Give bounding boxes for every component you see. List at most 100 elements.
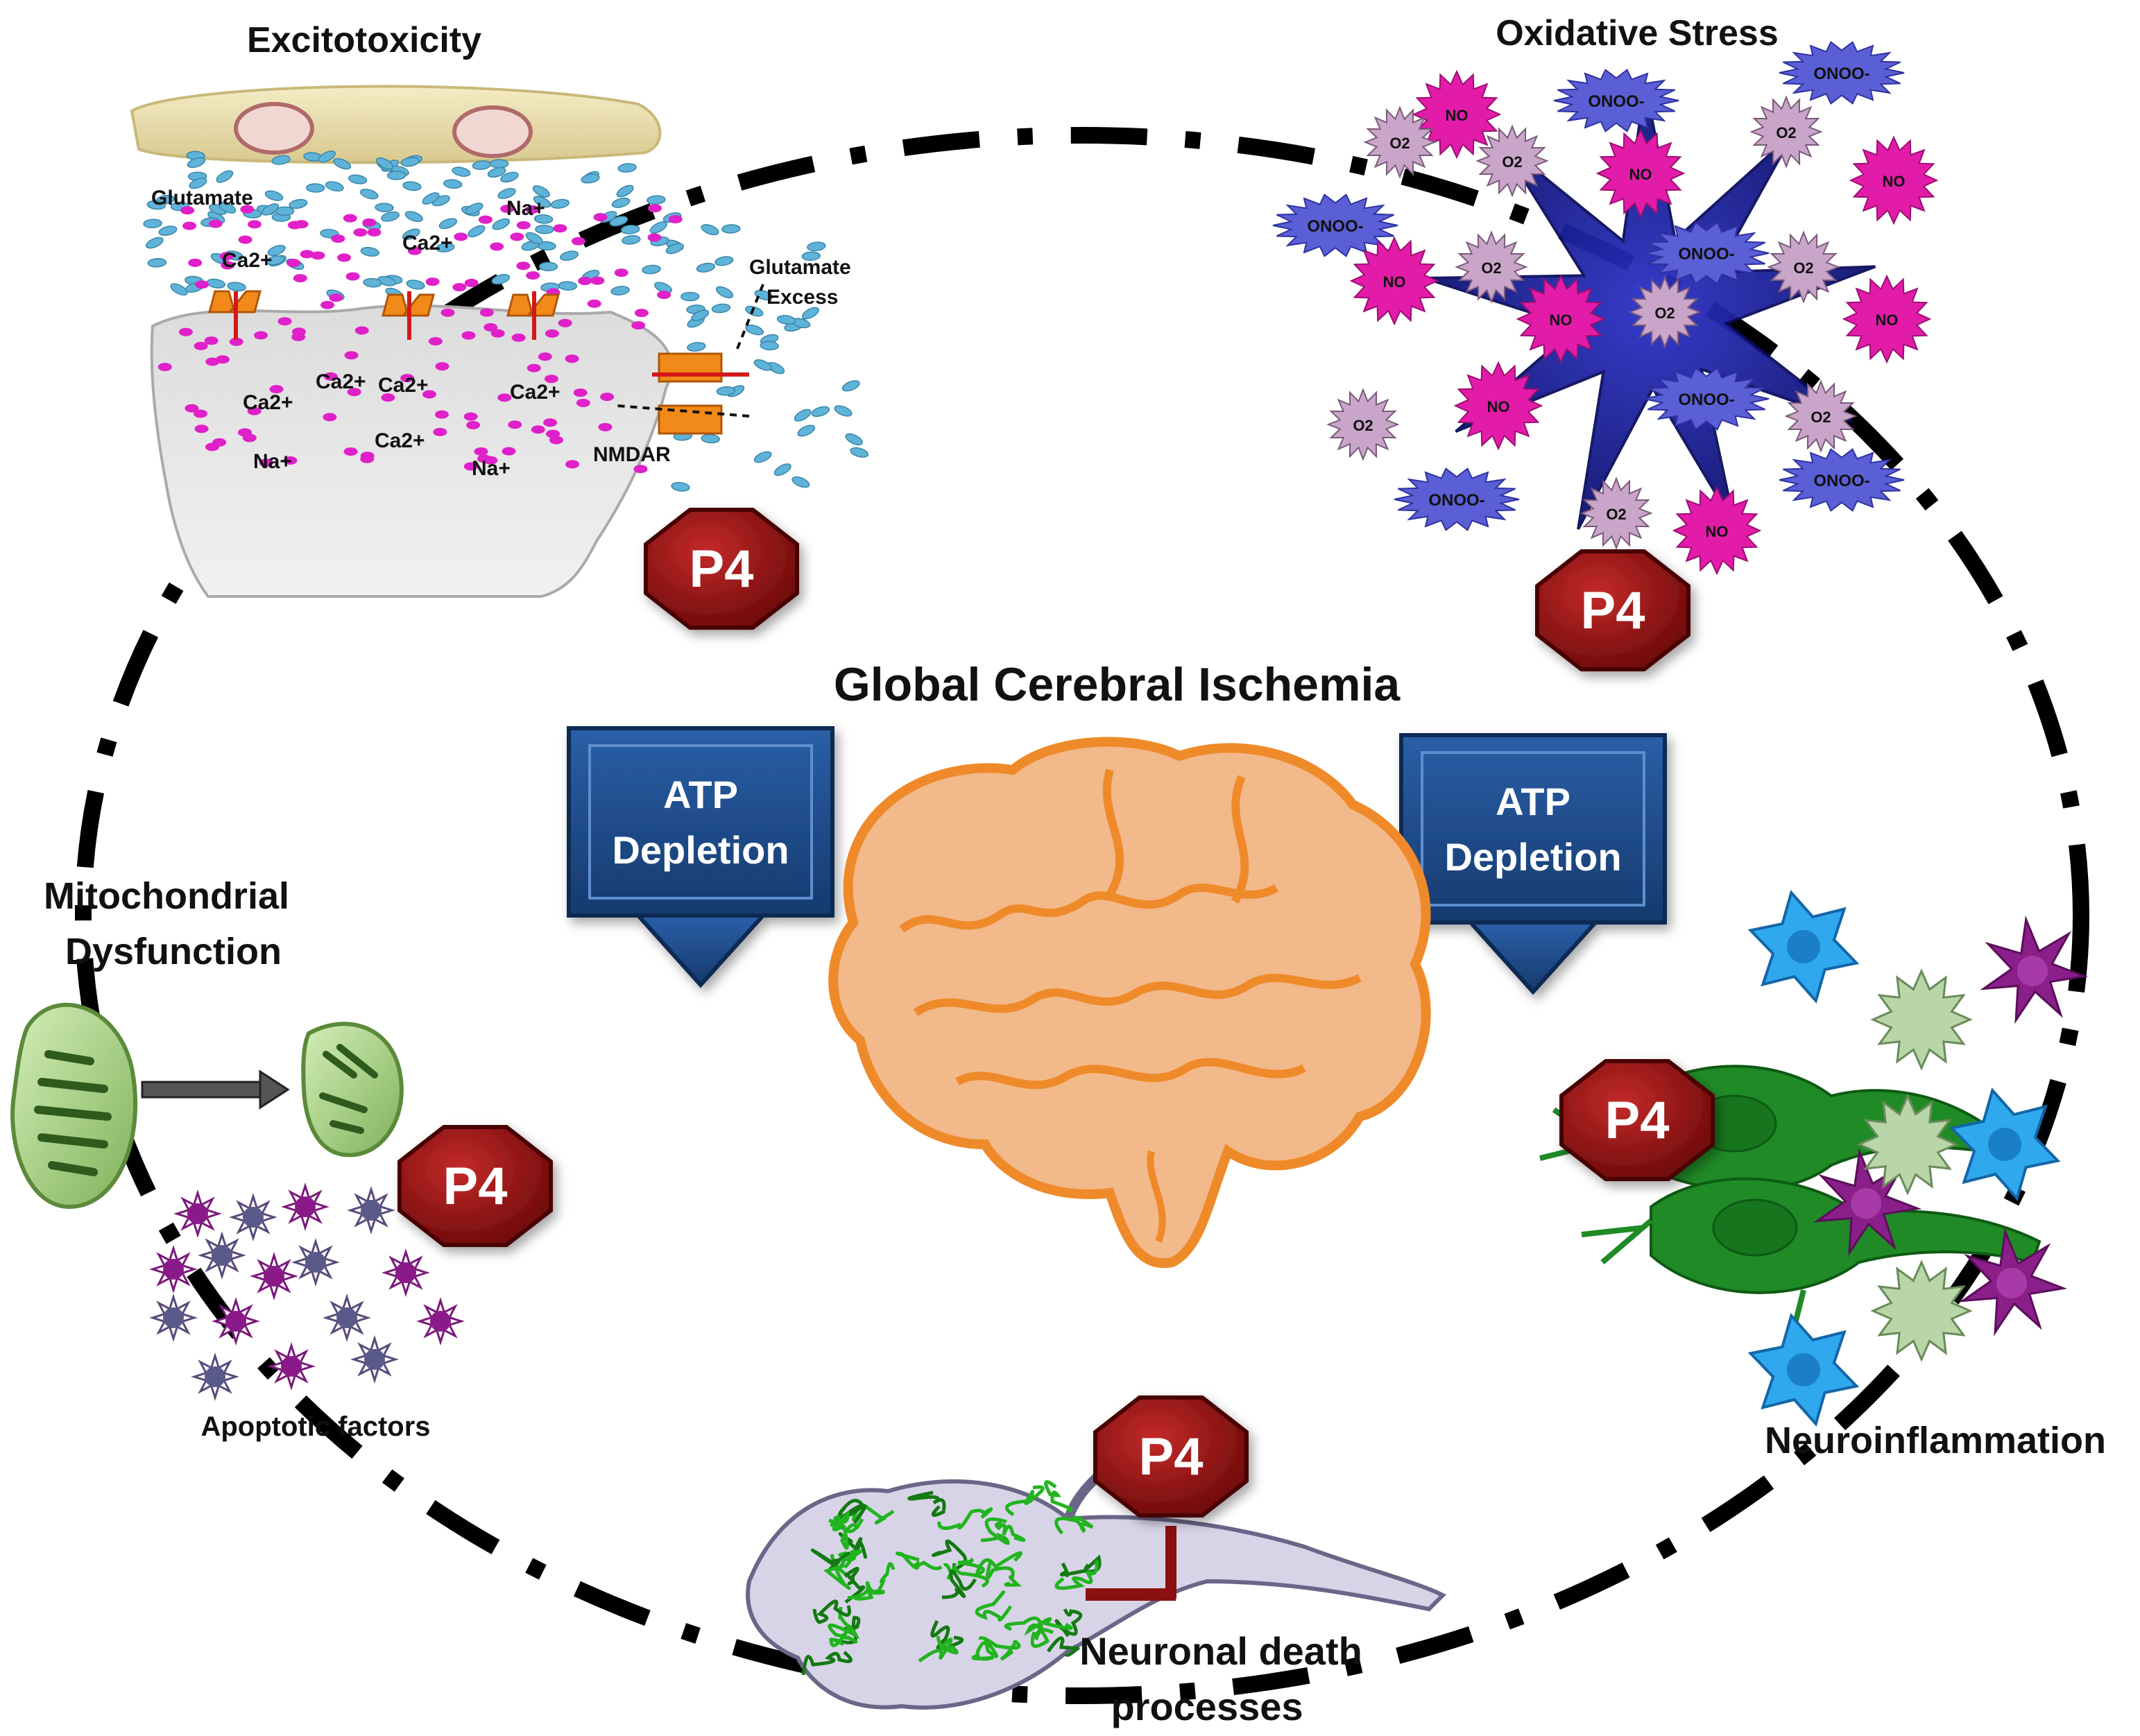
glutamate-dot: [538, 261, 558, 272]
calcium-dot: [544, 375, 558, 384]
tangle-fiber: [937, 1507, 993, 1530]
damaged-mitochondrion-icon: [301, 1022, 404, 1158]
o2-molecule: [1455, 230, 1528, 304]
glutamate-dot: [665, 243, 684, 255]
calcium-dot: [463, 462, 478, 471]
tangle-fiber: [918, 1635, 959, 1663]
glutamate-dot: [714, 256, 734, 266]
glutamate-dot: [489, 159, 509, 169]
atp-depletion-right: [1399, 733, 1667, 995]
o2-molecule: [1475, 124, 1549, 198]
ca-label-7: Ca2+: [375, 429, 425, 452]
glutamate-dot: [841, 380, 860, 392]
calcium-dot: [527, 363, 541, 372]
apoptotic-factor-core: [281, 1356, 302, 1377]
glutamate-dot: [550, 198, 570, 209]
glutamate-dot: [642, 264, 661, 275]
calcium-dot: [425, 277, 440, 286]
tangle-fiber: [829, 1606, 853, 1647]
apoptotic-factor-core: [361, 1200, 382, 1221]
onoo-label: ONOO-: [1813, 65, 1869, 83]
glutamate-dot: [716, 386, 736, 396]
no-molecule: [1349, 236, 1439, 326]
tangle-fiber: [941, 1570, 977, 1599]
p4-label: P4: [443, 1157, 508, 1216]
ca-label-3: Ca2+: [316, 370, 366, 393]
apoptotic-factor-core: [163, 1259, 184, 1280]
atp-depletion-left: [567, 726, 834, 988]
glutamate-dot: [402, 228, 420, 241]
no-label: NO: [1883, 173, 1906, 190]
calcium-dot: [538, 352, 552, 361]
calcium-dot: [590, 276, 605, 285]
calcium-dot: [345, 272, 360, 281]
tangle-fiber: [1044, 1480, 1073, 1512]
glutamate-dot: [620, 225, 640, 234]
glutamate-dot: [325, 181, 344, 192]
apoptotic-factor-core: [225, 1311, 246, 1332]
calcium-dot: [576, 398, 590, 407]
calcium-dot: [286, 259, 301, 268]
glutamate-dot: [791, 476, 810, 488]
glutamate-dot: [711, 303, 731, 313]
glutamate-dot: [375, 203, 394, 212]
calcium-dot: [407, 246, 422, 255]
glutamate-dot: [609, 216, 628, 227]
tangle-fiber: [1024, 1617, 1073, 1648]
no-molecule: [1595, 128, 1686, 218]
excitotoxicity-title: Excitotoxicity: [247, 20, 481, 60]
calcium-dot: [219, 252, 234, 261]
calcium-dot: [464, 278, 479, 287]
calcium-dot: [614, 268, 628, 277]
calcium-dot: [204, 336, 219, 345]
calcium-dot: [353, 228, 368, 237]
glutamate-dot: [386, 171, 406, 180]
glutamate-dot: [647, 195, 666, 205]
calcium-dot: [553, 224, 567, 233]
calcium-dot: [440, 308, 455, 317]
glutamate-dot: [753, 359, 772, 371]
tangle-fiber: [823, 1554, 855, 1590]
calcium-dot: [497, 393, 512, 402]
p4-label: P4: [690, 540, 754, 599]
tangle-fiber: [828, 1510, 860, 1550]
o2-label: O2: [1502, 153, 1522, 171]
apoptotic-factor-core: [243, 1207, 264, 1228]
tangle-fiber: [994, 1521, 1026, 1542]
calcium-dot: [208, 219, 223, 228]
p4-badge: [1535, 549, 1690, 671]
o2-molecule: [1767, 230, 1840, 304]
glutamate-dot: [402, 181, 422, 191]
ca-label-4: Ca2+: [378, 374, 429, 397]
glutamate-dot: [691, 309, 710, 322]
calcium-dot: [323, 372, 338, 381]
neuronal-death-line1: Neuronal death: [1079, 1629, 1362, 1673]
tangle-fiber: [844, 1567, 866, 1604]
onoo-label: ONOO-: [1307, 217, 1363, 236]
calcium-dot: [182, 221, 197, 230]
glutamate-dot: [452, 166, 471, 177]
calcium-dot: [195, 280, 209, 289]
calcium-dot: [510, 232, 524, 241]
onoo-label: ONOO-: [1678, 245, 1734, 264]
brain-icon: [828, 737, 1431, 1269]
glutamate-dot: [525, 232, 543, 245]
glial-cells: [1747, 889, 2089, 1427]
calcium-dot: [178, 327, 193, 336]
glutamate-dot: [745, 305, 764, 317]
tangle-fiber: [896, 1552, 943, 1570]
neurofibrillary-tangle: [801, 1480, 1102, 1676]
glutamate-dot: [753, 451, 772, 463]
calcium-dot: [238, 235, 252, 244]
apoptotic-factor-core: [212, 1245, 232, 1266]
glutamate-dot: [306, 183, 325, 193]
p4-label: P4: [1605, 1091, 1670, 1150]
o2-label: O2: [1793, 259, 1813, 277]
tangle-fiber: [930, 1619, 964, 1651]
glutamate-dot: [721, 224, 741, 234]
cycle-dashed-circle: [75, 127, 2089, 1704]
glutamate-dot: [487, 166, 506, 178]
calcium-dot: [229, 337, 243, 346]
calcium-dot: [331, 234, 345, 243]
